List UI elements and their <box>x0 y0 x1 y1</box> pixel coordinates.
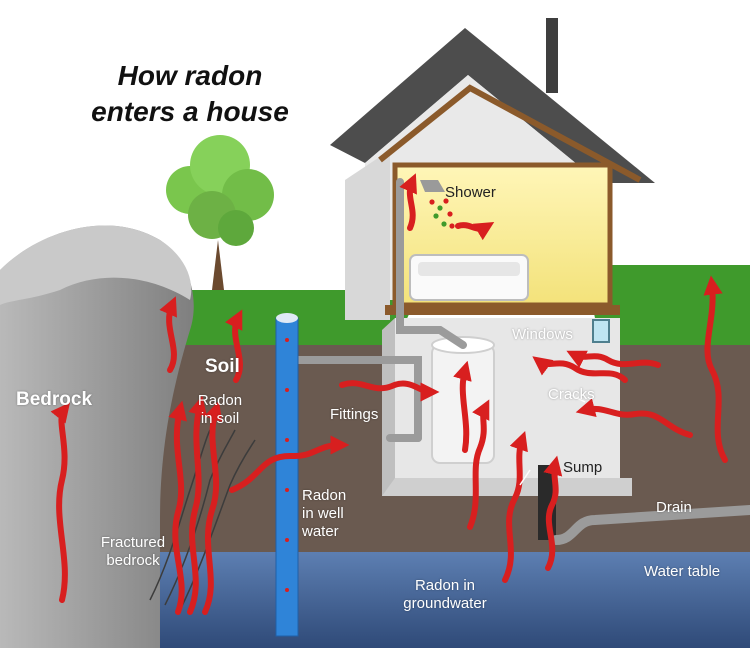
title-line-2: enters a house <box>91 96 289 127</box>
radon-arrow <box>159 296 177 373</box>
drain-pipe <box>551 505 750 545</box>
plumbing <box>286 178 467 442</box>
radon-arrow <box>168 400 187 615</box>
radon-arrows <box>50 173 728 615</box>
label-soil: Soil <box>205 356 240 377</box>
diagram-title: How radon enters a house <box>40 58 340 130</box>
radon-arrow <box>532 356 628 383</box>
bedrock-top <box>0 225 192 305</box>
callout-leaders <box>519 392 586 486</box>
shower-spray <box>429 198 455 229</box>
side-wall <box>345 150 390 320</box>
house <box>286 18 750 545</box>
label-radon-in-soil: Radon in soil <box>197 392 243 427</box>
label-bedrock: Bedrock <box>16 389 93 410</box>
bathtub <box>409 254 529 301</box>
chimney <box>546 18 558 93</box>
label-radon-in-groundwater: Radon in groundwater <box>403 577 487 612</box>
radon-arrow <box>229 435 350 493</box>
label-water-table: Water table <box>644 563 721 580</box>
radon-arrow <box>225 309 243 383</box>
radon-arrow <box>566 350 661 368</box>
label-fittings: Fittings <box>330 406 379 423</box>
shower-head <box>420 180 445 192</box>
title-line-1: How radon <box>117 60 263 91</box>
radon-arrow <box>575 398 693 438</box>
well <box>275 313 299 637</box>
radon-arrow <box>202 400 223 615</box>
tree <box>166 135 274 290</box>
label-cracks: Cracks <box>548 386 595 403</box>
label-drain: Drain <box>656 499 692 516</box>
groundwater-layer <box>0 552 750 648</box>
radon-arrow <box>399 173 417 231</box>
bedrock-outcrop <box>0 225 194 648</box>
label-sump: Sump <box>563 459 603 476</box>
radon-arrow <box>50 402 70 603</box>
basement-window <box>592 319 610 343</box>
label-radon-in-well-water: Radon in well water <box>302 487 347 540</box>
label-fractured-bedrock: Fractured bedrock <box>100 534 166 569</box>
radon-arrow <box>453 360 472 453</box>
radon-arrow <box>543 455 563 571</box>
radon-arrow <box>502 430 528 583</box>
radon-arrow <box>467 399 490 530</box>
radon-arrow <box>455 222 495 241</box>
radon-arrow <box>187 395 207 615</box>
label-windows: Windows <box>512 326 573 343</box>
radon-arrow <box>703 275 728 463</box>
radon-arrow <box>339 380 440 402</box>
label-shower: Shower <box>445 184 496 201</box>
